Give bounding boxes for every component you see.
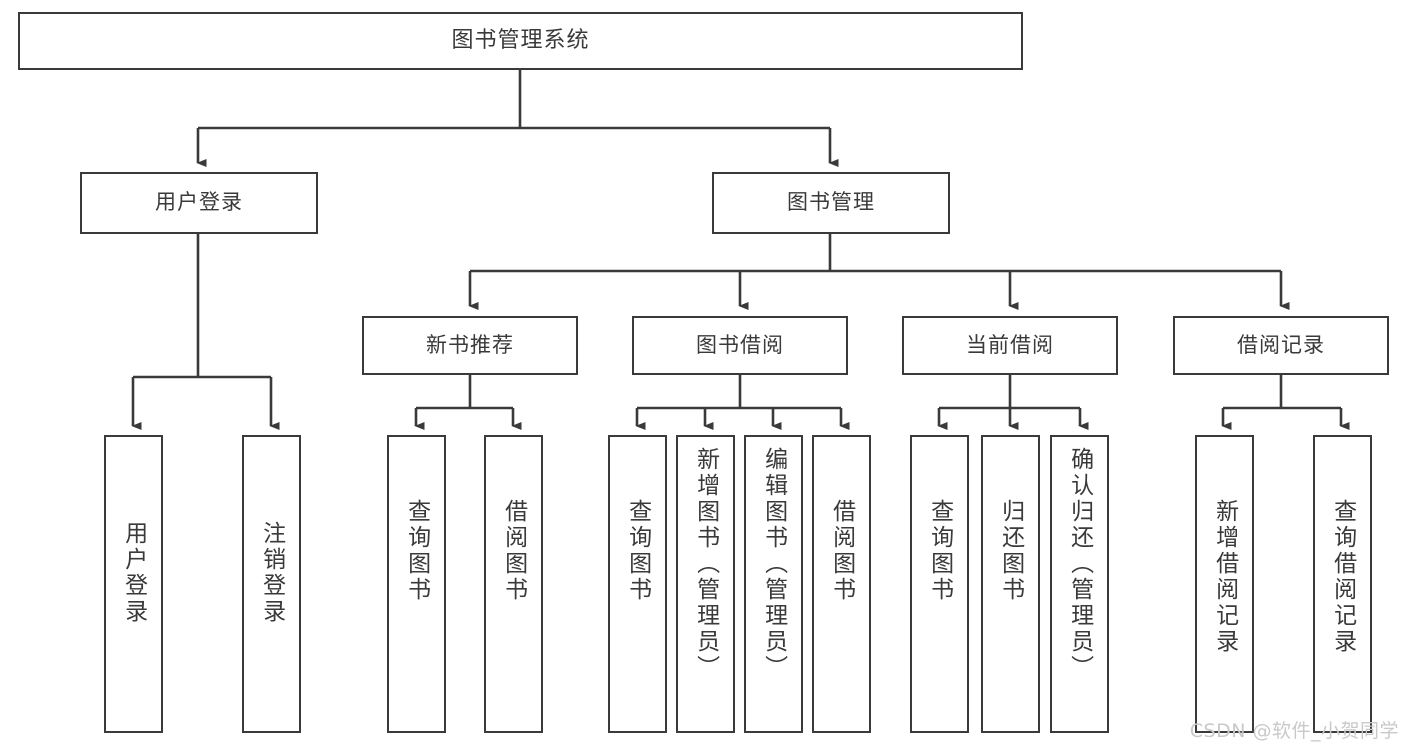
leaf-add-book[interactable]: 新增图书（管理员） [676, 435, 735, 733]
leaf-borrow-book-2[interactable]: 借阅图书 [812, 435, 871, 733]
node-borrow-records[interactable]: 借阅记录 [1173, 316, 1389, 375]
leaf-query-book-3[interactable]: 查询图书 [910, 435, 969, 733]
node-current-borrow[interactable]: 当前借阅 [902, 316, 1118, 375]
node-book-borrow[interactable]: 图书借阅 [632, 316, 848, 375]
leaf-confirm-return[interactable]: 确认归还（管理员） [1050, 435, 1109, 733]
leaf-query-book-1-label: 查询图书 [403, 499, 430, 603]
leaf-add-book-label: 新增图书（管理员） [692, 447, 719, 681]
node-root[interactable]: 图书管理系统 [18, 12, 1023, 70]
node-user-login[interactable]: 用户登录 [80, 172, 318, 234]
leaf-borrow-book-1[interactable]: 借阅图书 [484, 435, 543, 733]
leaf-query-book-2[interactable]: 查询图书 [608, 435, 667, 733]
leaf-edit-book-label: 编辑图书（管理员） [760, 447, 787, 681]
node-new-book-recommend[interactable]: 新书推荐 [362, 316, 578, 375]
leaf-user-logout-label: 注销登录 [258, 521, 285, 625]
leaf-edit-book[interactable]: 编辑图书（管理员） [744, 435, 803, 733]
node-root-label: 图书管理系统 [451, 27, 590, 53]
leaf-query-book-1[interactable]: 查询图书 [387, 435, 446, 733]
node-new-book-recommend-label: 新书推荐 [426, 332, 514, 357]
node-book-management-label: 图书管理 [787, 190, 875, 215]
leaf-query-book-3-label: 查询图书 [926, 499, 953, 603]
node-borrow-records-label: 借阅记录 [1237, 332, 1325, 357]
leaf-return-book-label: 归还图书 [997, 499, 1024, 603]
leaf-borrow-book-2-label: 借阅图书 [828, 499, 855, 603]
leaf-add-record-label: 新增借阅记录 [1211, 499, 1238, 655]
node-book-management[interactable]: 图书管理 [712, 172, 950, 234]
leaf-query-book-2-label: 查询图书 [624, 499, 651, 603]
leaf-add-record[interactable]: 新增借阅记录 [1195, 435, 1254, 733]
leaf-return-book[interactable]: 归还图书 [981, 435, 1040, 733]
leaf-user-logout[interactable]: 注销登录 [242, 435, 301, 733]
node-user-login-label: 用户登录 [155, 190, 243, 215]
node-current-borrow-label: 当前借阅 [966, 332, 1054, 357]
leaf-user-login-label: 用户登录 [120, 521, 147, 625]
leaf-borrow-book-1-label: 借阅图书 [500, 499, 527, 603]
leaf-query-record[interactable]: 查询借阅记录 [1313, 435, 1372, 733]
leaf-user-login[interactable]: 用户登录 [104, 435, 163, 733]
csdn-watermark: CSDN @软件_小贺同学 [1189, 720, 1399, 742]
node-book-borrow-label: 图书借阅 [696, 332, 784, 357]
leaf-query-record-label: 查询借阅记录 [1329, 499, 1356, 655]
leaf-confirm-return-label: 确认归还（管理员） [1066, 447, 1093, 681]
